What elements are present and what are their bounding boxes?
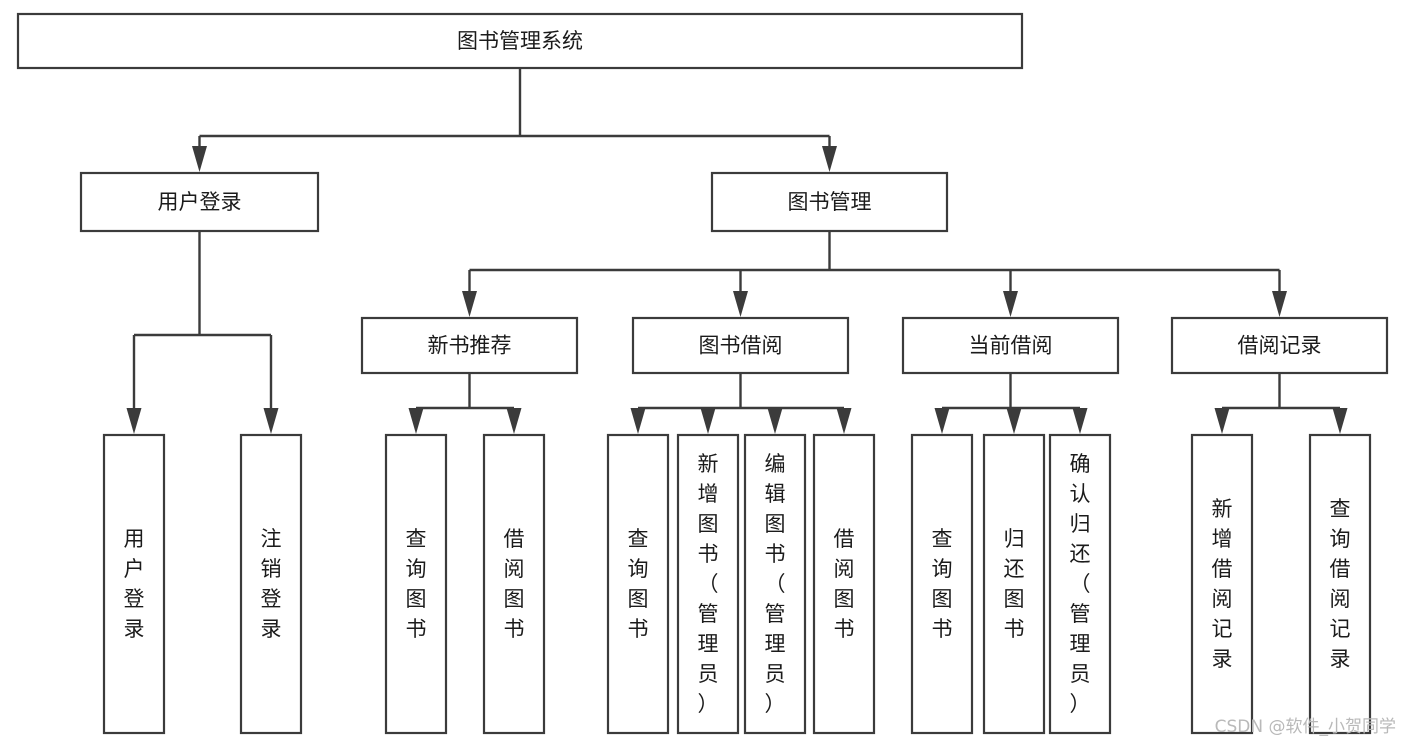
node-label-leaf-edit-book-admin: 编辑图书（管理员） (765, 452, 786, 716)
node-box-leaf-query-book-borrow (606, 433, 670, 735)
node-borrow-record[interactable]: 借阅记录 (1170, 316, 1389, 375)
node-label-user-login: 用户登录 (158, 190, 242, 214)
connectors-layer (126, 68, 1348, 434)
arrow-head-leaf-user-login (126, 408, 142, 434)
node-label-leaf-borrow-book-recommend: 借阅图书 (504, 527, 525, 641)
node-label-leaf-confirm-return-admin: 确认归还（管理员） (1070, 452, 1091, 716)
node-label-leaf-return-book: 归还图书 (1004, 527, 1025, 641)
arrow-head-book-borrow (733, 291, 748, 317)
node-box-leaf-logout (239, 433, 303, 735)
arrow-head-leaf-query-borrow-record (1332, 408, 1348, 434)
node-leaf-add-book-admin[interactable]: 新增图书（管理员） (676, 433, 740, 735)
arrow-head-leaf-borrow-book (836, 408, 852, 434)
node-book-management[interactable]: 图书管理 (710, 171, 949, 233)
arrow-head-leaf-edit-book-admin (767, 408, 783, 434)
node-label-book-borrow: 图书借阅 (699, 334, 783, 358)
node-label-leaf-borrow-book: 借阅图书 (834, 527, 855, 641)
arrow-head-borrow-record (1272, 291, 1287, 317)
node-label-current-borrow: 当前借阅 (969, 334, 1053, 358)
node-user-login[interactable]: 用户登录 (79, 171, 320, 233)
node-box-leaf-query-borrow-record (1308, 433, 1372, 735)
node-leaf-add-borrow-record[interactable]: 新增借阅记录 (1190, 433, 1254, 735)
node-box-root (16, 12, 1024, 70)
arrow-head-leaf-borrow-book-recommend (506, 408, 522, 434)
arrow-head-leaf-query-book-current (934, 408, 950, 434)
node-label-leaf-user-login: 用户登录 (124, 527, 145, 641)
node-box-leaf-query-book-current (910, 433, 974, 735)
node-leaf-query-book-recommend[interactable]: 查询图书 (384, 433, 448, 735)
node-box-leaf-query-book-recommend (384, 433, 448, 735)
node-boxes-layer: 图书管理系统用户登录图书管理新书推荐图书借阅当前借阅借阅记录用户登录注销登录查询… (16, 12, 1389, 735)
node-leaf-borrow-book[interactable]: 借阅图书 (812, 433, 876, 735)
node-label-root: 图书管理系统 (457, 29, 583, 53)
node-box-leaf-add-borrow-record (1190, 433, 1254, 735)
arrow-head-leaf-add-book-admin (700, 408, 716, 434)
arrow-head-leaf-add-borrow-record (1214, 408, 1230, 434)
csdn-watermark: CSDN @软件_小贺同学 (1215, 717, 1396, 737)
node-label-leaf-query-book-current: 查询图书 (932, 527, 953, 641)
node-box-current-borrow (901, 316, 1120, 375)
node-new-book-recommend[interactable]: 新书推荐 (360, 316, 579, 375)
node-box-leaf-return-book (982, 433, 1046, 735)
node-label-leaf-add-borrow-record: 新增借阅记录 (1212, 497, 1233, 671)
node-box-new-book-recommend (360, 316, 579, 375)
node-box-borrow-record (1170, 316, 1389, 375)
arrow-head-leaf-confirm-return-admin (1072, 408, 1088, 434)
node-leaf-query-book-borrow[interactable]: 查询图书 (606, 433, 670, 735)
arrow-head-leaf-return-book (1006, 408, 1022, 434)
node-box-leaf-borrow-book-recommend (482, 433, 546, 735)
node-label-book-management: 图书管理 (788, 190, 872, 214)
node-box-leaf-user-login (102, 433, 166, 735)
node-label-new-book-recommend: 新书推荐 (428, 334, 512, 358)
node-box-leaf-confirm-return-admin (1048, 433, 1112, 735)
node-box-book-borrow (631, 316, 850, 375)
node-label-borrow-record: 借阅记录 (1238, 334, 1322, 358)
node-box-leaf-edit-book-admin (743, 433, 807, 735)
arrow-head-new-book-recommend (462, 291, 477, 317)
arrow-head-leaf-query-book-borrow (630, 408, 646, 434)
node-label-leaf-add-book-admin: 新增图书（管理员） (698, 452, 719, 716)
arrow-head-user-login (192, 146, 207, 172)
arrow-head-current-borrow (1003, 291, 1018, 317)
node-leaf-confirm-return-admin[interactable]: 确认归还（管理员） (1048, 433, 1112, 735)
node-box-user-login (79, 171, 320, 233)
node-leaf-query-borrow-record[interactable]: 查询借阅记录 (1308, 433, 1372, 735)
arrow-head-leaf-query-book-recommend (408, 408, 424, 434)
node-book-borrow[interactable]: 图书借阅 (631, 316, 850, 375)
node-leaf-edit-book-admin[interactable]: 编辑图书（管理员） (743, 433, 807, 735)
node-leaf-user-login[interactable]: 用户登录 (102, 433, 166, 735)
node-label-leaf-query-borrow-record: 查询借阅记录 (1330, 497, 1351, 671)
node-box-leaf-borrow-book (812, 433, 876, 735)
node-root[interactable]: 图书管理系统 (16, 12, 1024, 70)
node-label-leaf-logout: 注销登录 (261, 527, 282, 641)
node-leaf-borrow-book-recommend[interactable]: 借阅图书 (482, 433, 546, 735)
node-current-borrow[interactable]: 当前借阅 (901, 316, 1120, 375)
node-box-leaf-add-book-admin (676, 433, 740, 735)
arrow-head-book-management (822, 146, 837, 172)
node-leaf-query-book-current[interactable]: 查询图书 (910, 433, 974, 735)
node-box-book-management (710, 171, 949, 233)
node-label-leaf-query-book-borrow: 查询图书 (628, 527, 649, 641)
node-leaf-return-book[interactable]: 归还图书 (982, 433, 1046, 735)
node-label-leaf-query-book-recommend: 查询图书 (406, 527, 427, 641)
node-leaf-logout[interactable]: 注销登录 (239, 433, 303, 735)
arrow-head-leaf-logout (263, 408, 279, 434)
